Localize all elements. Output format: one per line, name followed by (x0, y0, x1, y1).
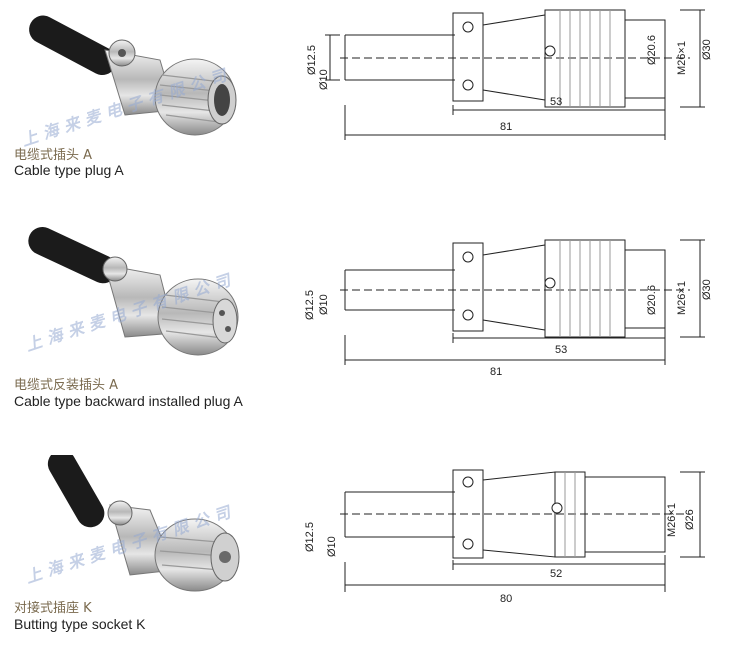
product-section-2: 上海来麦电子有限公司 电缆式反装插头 A Cable type backward… (0, 215, 730, 420)
dim-total-length: 81 (500, 121, 512, 133)
dim-pin-diameter-3: Ø10 (326, 536, 338, 557)
dim-outer-diameter-2: Ø30 (701, 279, 713, 300)
dim-pin-diameter-2: Ø10 (318, 294, 330, 315)
product-section-3: 上海来麦电子有限公司 对接式插座 K Butting type socket K… (0, 440, 730, 645)
caption-en-3: Butting type socket K (14, 616, 146, 632)
connector-photo-1 (29, 15, 237, 136)
dim-total-length-2: 81 (490, 366, 502, 378)
dim-cable-diameter-3: Ø12.5 (304, 522, 316, 552)
dim-inner-diameter: Ø20.6 (646, 35, 658, 65)
connector-photo-3 (47, 455, 240, 592)
caption-cn-2: 电缆式反装插头 A (14, 378, 119, 393)
dim-total-length-3: 80 (500, 593, 512, 605)
dim-thread-2: M26×1 (676, 281, 688, 315)
dim-outer-diameter-3: Ø26 (684, 509, 696, 530)
dim-outer-diameter: Ø30 (701, 39, 713, 60)
dim-body-length-3: 52 (550, 568, 562, 580)
caption-en-2: Cable type backward installed plug A (14, 393, 243, 409)
dim-thread: M26×1 (676, 41, 688, 75)
dim-inner-diameter-2: Ø20.6 (646, 285, 658, 315)
connector-photo-2 (28, 226, 239, 356)
dim-body-length-2: 53 (555, 344, 567, 356)
technical-drawing-1: Ø12.5 Ø10 Ø20.6 M26×1 Ø30 53 81 (306, 9, 713, 140)
technical-drawing-2: Ø12.5 Ø10 Ø20.6 M26×1 Ø30 53 81 (304, 239, 713, 378)
dim-pin-diameter: Ø10 (318, 69, 330, 90)
dim-cable-diameter-2: Ø12.5 (304, 290, 316, 320)
product-section-1: 上海来麦电子有限公司 电缆式插头 A Cable type plug A (0, 0, 730, 205)
caption-cn-3: 对接式插座 K (14, 601, 92, 616)
dim-body-length: 53 (550, 96, 562, 108)
dim-thread-3: M26×1 (666, 503, 678, 537)
caption-en: Cable type plug A (14, 162, 124, 178)
dim-cable-diameter: Ø12.5 (306, 45, 318, 75)
caption-cn: 电缆式插头 A (14, 148, 93, 163)
technical-drawing-3: Ø12.5 Ø10 M26×1 Ø26 52 80 (304, 469, 705, 605)
